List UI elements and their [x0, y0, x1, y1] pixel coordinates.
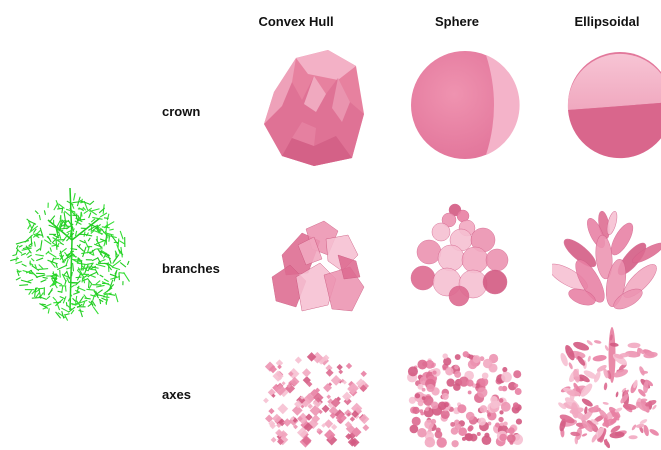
row-label-branches: branches [162, 261, 220, 276]
convex-hull-branches-render [262, 215, 372, 320]
row-label-crown: crown [162, 104, 200, 119]
ellipsoid-branches-render [552, 205, 661, 315]
sphere-axes-render [405, 338, 525, 450]
column-header-ellipsoidal: Ellipsoidal [552, 14, 661, 29]
sphere-crown-render [408, 48, 523, 163]
ellipsoid-axes-render [556, 325, 661, 450]
column-header-sphere: Sphere [402, 14, 512, 29]
convex-hull-crown-render [252, 42, 377, 172]
column-header-convex-hull: Convex Hull [241, 14, 351, 29]
sphere-branches-render [405, 200, 515, 310]
row-label-axes: axes [162, 387, 191, 402]
tree-model-image [8, 180, 138, 325]
ellipsoid-crown-render [566, 52, 661, 162]
convex-hull-axes-render [258, 340, 373, 450]
